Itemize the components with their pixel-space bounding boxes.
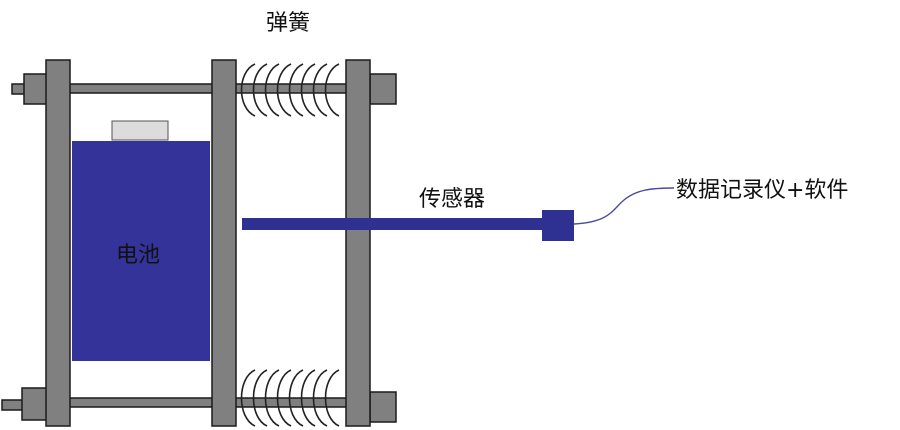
sensor-label: 传感器 [419,187,485,212]
battery-label: 电池 [116,243,160,268]
battery-cell [72,141,210,361]
sensor-head [542,210,574,241]
data-logger-label: 数据记录仪+软件 [676,178,848,203]
sensor-rod [242,218,544,230]
right-end-plate [345,59,371,427]
spring-label: 弹簧 [266,11,310,36]
sensor-cable [573,187,675,225]
middle-pressure-plate [211,59,237,427]
battery-terminal [111,120,169,141]
top-spring [240,63,340,117]
bottom-spring [240,369,340,427]
left-end-plate [45,59,71,427]
